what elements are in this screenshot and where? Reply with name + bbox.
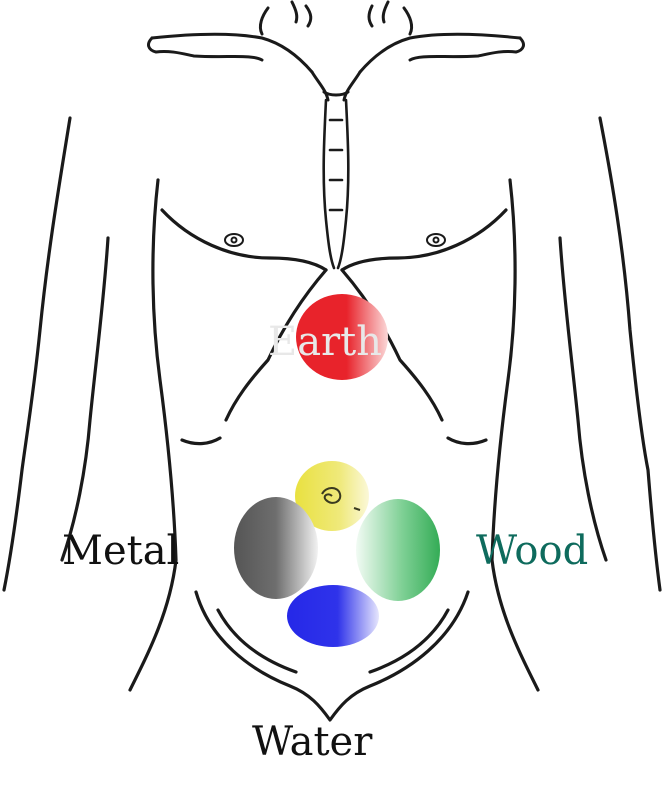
nipple-right-icon [427,234,445,246]
metal-label: Metal [62,531,179,571]
nipple-left-icon [225,234,243,246]
water-circle [287,585,379,647]
earth-label: Earth [268,322,382,362]
wood-label: Wood [476,531,588,571]
sternum-outline [324,100,349,268]
metal-circle [234,497,318,599]
water-label: Water [252,722,372,762]
neck-outline [149,2,524,100]
wood-circle [356,499,440,601]
